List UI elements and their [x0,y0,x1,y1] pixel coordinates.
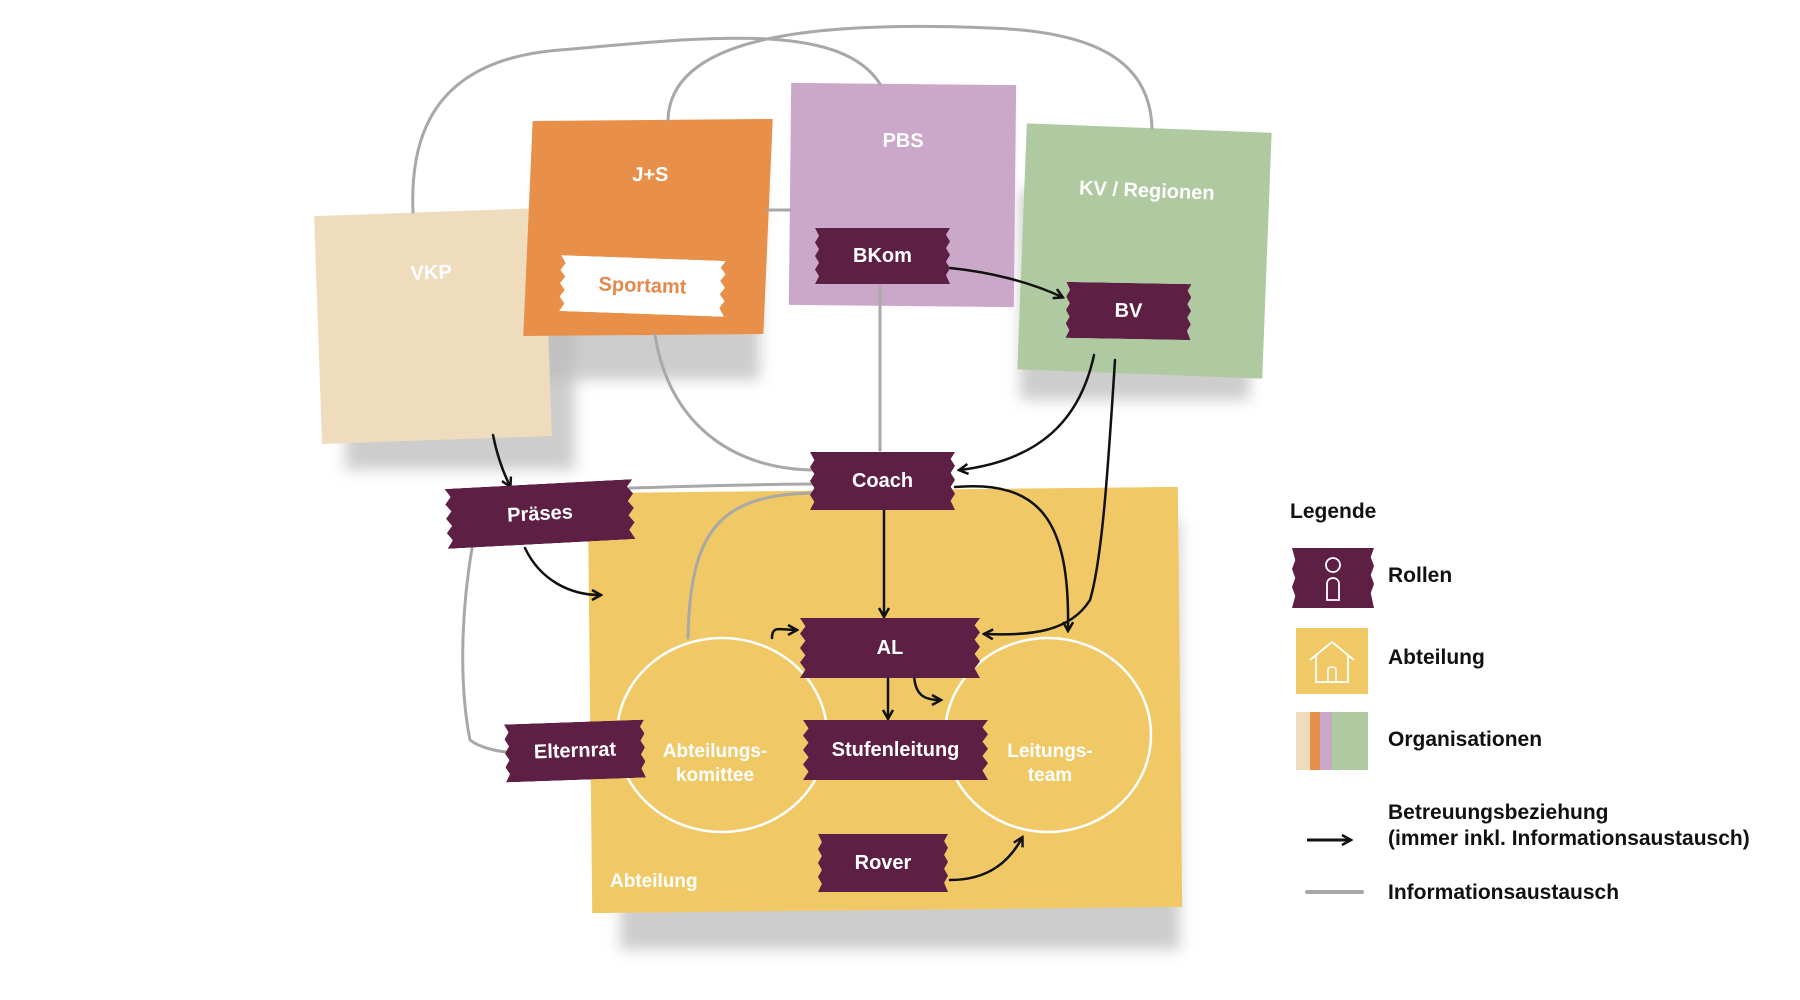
legend-role-swatch [1292,548,1374,608]
legend-organisationen: Organisationen [1388,728,1543,751]
info-line-vkp-kv [411,36,882,214]
info-line-praeses-elternrat [461,546,512,754]
abteilungskomittee-label: Abteilungs- komittee [662,741,768,786]
abteilung-label: Abteilung [610,871,698,892]
swatch-kv [1332,712,1368,770]
arrow-coach-leitungsteam [953,484,1068,630]
legend-betreuung-line2: (immer inkl. Informationsaustausch) [1388,827,1750,850]
swatch-js [1310,712,1320,770]
arrow-praeses-abteilung [523,546,600,595]
role-rover: Rover [818,834,948,892]
legend-organisationen-swatch [1296,712,1368,770]
arrow-ak-al [770,629,796,640]
role-bkom: BKom [815,228,950,284]
role-praeses: Präses [445,479,636,549]
swatch-vkp [1296,712,1310,770]
person-icon [1325,557,1341,601]
info-line-praeses-coach [628,482,817,490]
legend-rollen: Rollen [1388,564,1453,587]
info-line-js-coach [653,333,817,472]
role-elternrat: Elternrat [504,720,646,783]
leitungsteam-label: Leitungs- team [1007,741,1093,786]
role-sportamt: Sportamt [559,255,726,317]
legend-abteilung: Abteilung [1388,646,1485,669]
arrow-rover-leitungsteam [948,838,1022,882]
legend-abteilung-swatch [1296,628,1368,694]
legend-title: Legende [1290,500,1377,523]
house-icon [1309,640,1355,683]
role-bv: BV [1066,282,1192,340]
role-coach: Coach [810,452,955,510]
info-line-coach-ak [686,491,814,640]
role-stufenleitung: Stufenleitung [803,720,988,780]
arrow-vkp-praeses [491,433,510,486]
arrow-bkom-bv [948,266,1062,297]
arrow-bv-al [985,358,1117,634]
legend-betreuung-line1: Betreuungsbeziehung [1388,801,1609,824]
abteilungskomittee-circle [615,636,829,834]
legend-info: Informationsaustausch [1388,881,1620,904]
arrow-bv-coach [960,353,1096,470]
swatch-pbs [1320,712,1332,770]
info-line-js-kv [666,24,1154,130]
role-al: AL [800,618,980,678]
